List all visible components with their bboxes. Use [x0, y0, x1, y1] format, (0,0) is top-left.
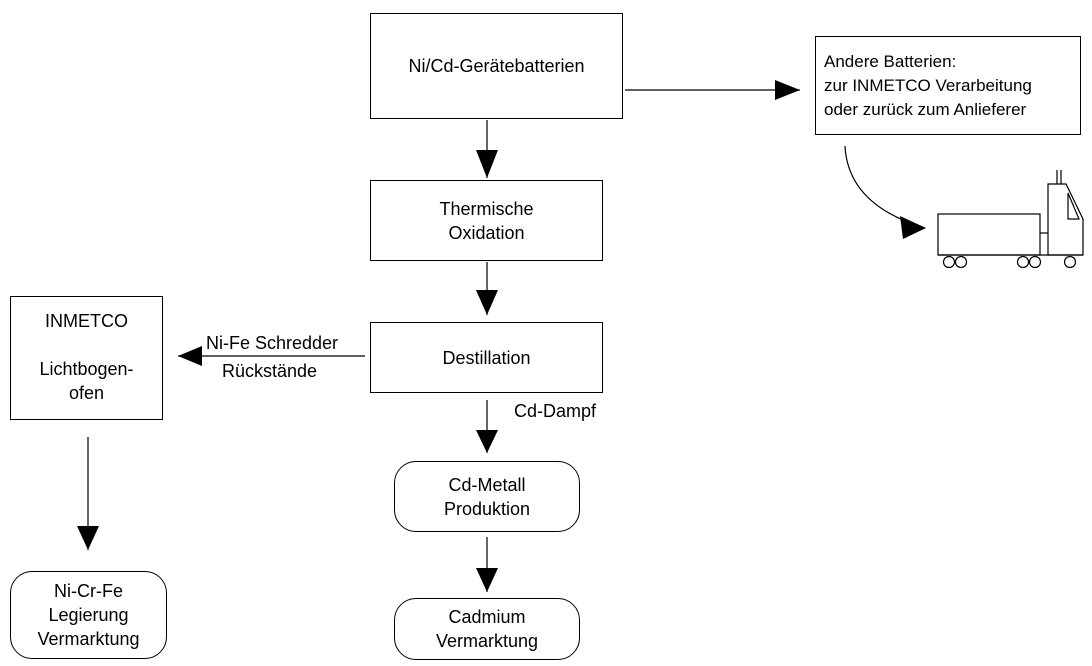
node-inmetco-text-1: INMETCO: [45, 311, 128, 331]
node-thermal-text-1: Thermische: [439, 198, 534, 219]
node-cdmetal-text-1: Cd-Metall: [448, 474, 526, 495]
arrowhead-thermal-to-destillation: [476, 290, 498, 315]
node-other-text-2: zur INMETCO Verarbeitung: [824, 75, 1032, 95]
node-cadmium-text-1: Cadmium: [448, 607, 526, 627]
truck-icon: [937, 170, 1084, 269]
node-distillation: Destillation: [370, 322, 603, 393]
arrow-other-to-truck: [844, 145, 926, 229]
arrowhead-input-to-other: [775, 80, 800, 100]
node-other-text-3: oder zurück zum Anlieferer: [824, 99, 1027, 119]
node-input-batteries: Ni/Cd-Gerätebatterien: [370, 13, 623, 119]
node-inmetco-text-3: Lichtbogen-: [39, 359, 134, 379]
node-thermal-text-2: Oxidation: [448, 222, 525, 243]
node-cd-metal-production: Cd-Metall Produktion: [394, 461, 580, 532]
node-other-batteries: Andere Batterien: zur INMETCO Verarbeitu…: [815, 36, 1081, 135]
node-inmetco-arc-furnace: INMETCO Lichtbogen- ofen: [10, 296, 163, 420]
node-cadmium-text-2: Vermarktung: [435, 631, 539, 651]
node-alloy-text-3: Vermarktung: [37, 629, 140, 649]
node-inmetco-text-4: ofen: [68, 383, 105, 403]
edge-label-ni-fe-shredder: Ni-Fe Schredder: [206, 333, 339, 353]
arrowhead-destillation-to-cdmetal: [476, 430, 498, 453]
edge-label-residues: Rückstände: [222, 361, 318, 381]
node-thermal-oxidation: Thermische Oxidation: [370, 180, 603, 261]
arrowhead-destillation-to-inmetco: [178, 346, 202, 366]
node-input-text-1: Ni/Cd-Gerätebatterien: [408, 56, 585, 76]
node-other-text-1: Andere Batterien:: [824, 51, 957, 71]
arrowhead-input-to-thermal: [476, 150, 498, 178]
arrowhead-inmetco-to-alloy: [77, 526, 99, 550]
edge-label-cd-vapor: Cd-Dampf: [514, 401, 597, 421]
node-distillation-text-1: Destillation: [442, 347, 531, 368]
arrowhead-other-to-truck: [900, 216, 926, 239]
node-cadmium-marketing: Cadmium Vermarktung: [394, 598, 580, 660]
node-alloy-text-2: Legierung: [48, 605, 129, 625]
node-ni-cr-fe-alloy-marketing: Ni-Cr-Fe Legierung Vermarktung: [10, 571, 167, 659]
node-alloy-text-1: Ni-Cr-Fe: [54, 581, 123, 601]
arrowhead-cdmetal-to-cadmium: [476, 568, 498, 592]
node-cdmetal-text-2: Produktion: [443, 498, 531, 519]
